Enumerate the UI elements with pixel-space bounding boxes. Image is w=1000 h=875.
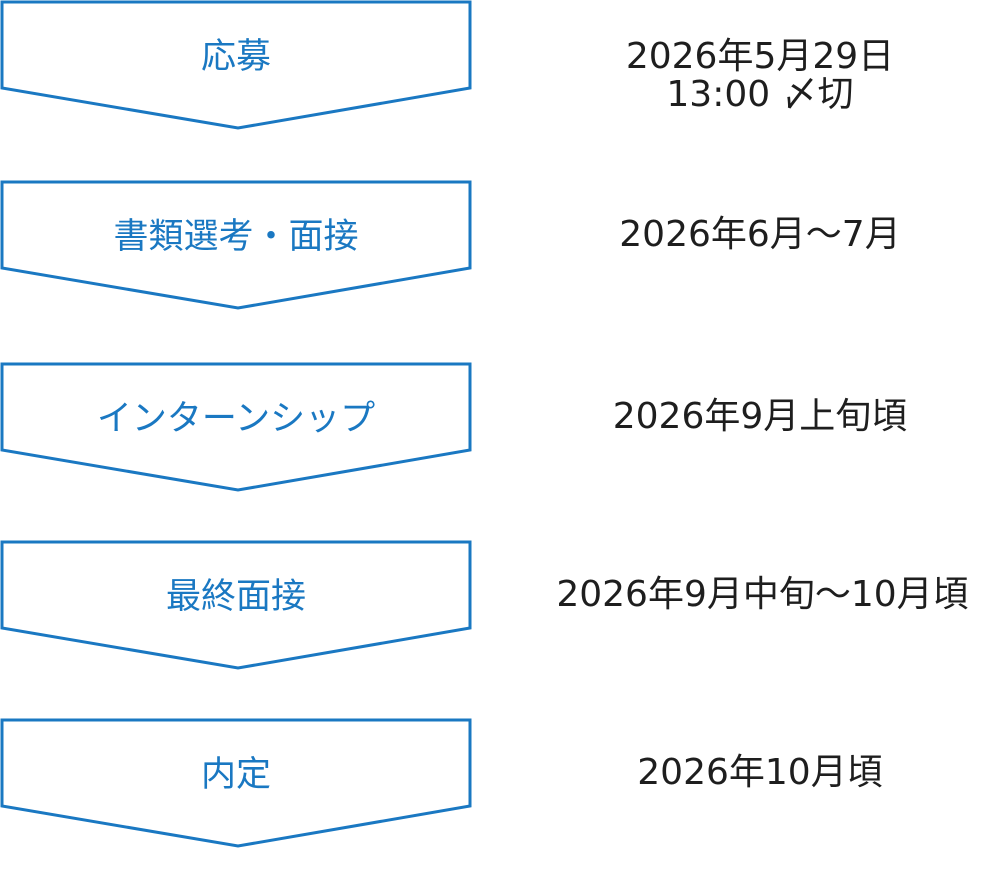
step-date-line: 2026年5月29日	[625, 36, 895, 77]
step-date: 2026年10月頃	[520, 754, 1000, 792]
step-label: 内定	[200, 755, 271, 795]
chevron-down-shape	[0, 718, 472, 848]
step-label: 応募	[200, 37, 271, 77]
flow-step-apply: 応募 2026年5月29日 13:00 〆切	[0, 0, 1000, 130]
step-label: 書類選考・面接	[113, 217, 359, 257]
step-date: 2026年9月上旬頃	[520, 398, 1000, 436]
chevron-down-shape	[0, 540, 472, 670]
step-date: 2026年9月中旬～10月頃	[525, 576, 1000, 614]
step-date-line: 2026年10月頃	[637, 752, 883, 793]
step-date: 2026年6月～7月	[520, 216, 1000, 254]
chevron-down-shape	[0, 0, 472, 130]
flow-step-screening: 書類選考・面接 2026年6月～7月	[0, 180, 1000, 310]
chevron-down-shape	[0, 362, 472, 492]
step-date-line: 2026年9月中旬～10月頃	[556, 574, 969, 615]
chevron-down-shape	[0, 180, 472, 310]
step-date-line: 13:00 〆切	[666, 74, 854, 115]
flow-step-final-interview: 最終面接 2026年9月中旬～10月頃	[0, 540, 1000, 670]
flow-step-offer: 内定 2026年10月頃	[0, 718, 1000, 848]
step-date-line: 2026年9月上旬頃	[612, 396, 908, 437]
step-label: 最終面接	[165, 577, 306, 617]
step-date-line: 2026年6月～7月	[619, 214, 901, 255]
step-date: 2026年5月29日 13:00 〆切	[520, 38, 1000, 114]
flow-step-internship: インターンシップ 2026年9月上旬頃	[0, 362, 1000, 492]
step-label: インターンシップ	[96, 399, 376, 439]
